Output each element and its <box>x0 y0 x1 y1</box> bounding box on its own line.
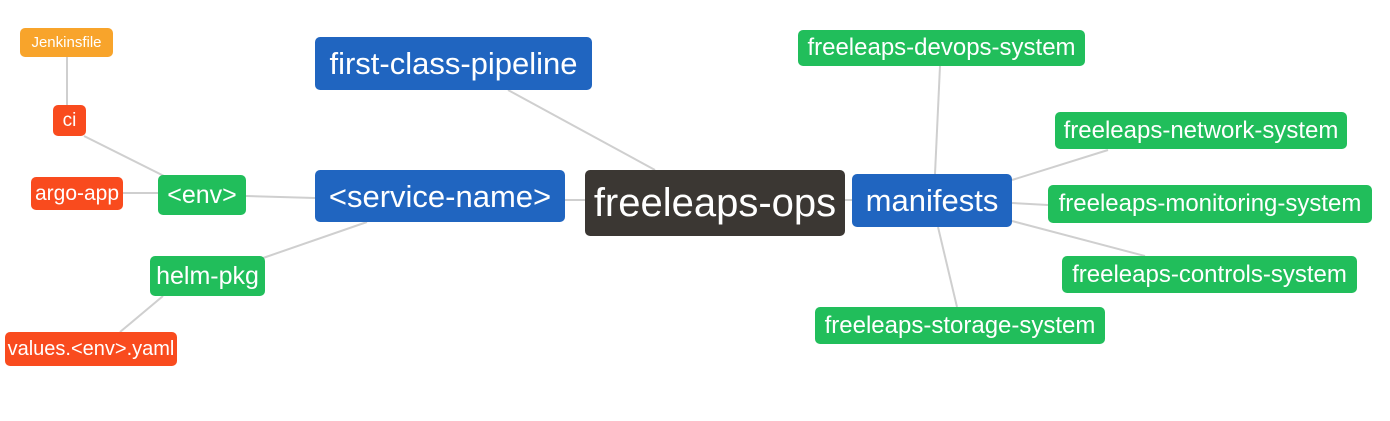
node-argo-app[interactable]: argo-app <box>31 177 123 210</box>
node-freeleaps-storage-system[interactable]: freeleaps-storage-system <box>815 307 1105 344</box>
node-ci[interactable]: ci <box>53 105 86 136</box>
node-jenkinsfile[interactable]: Jenkinsfile <box>20 28 113 57</box>
edge-manifests--freeleaps-storage-system <box>937 226 958 308</box>
edge-manifests--freeleaps-network-system <box>1011 149 1109 181</box>
node-env[interactable]: <env> <box>158 175 246 215</box>
node-helm-pkg[interactable]: helm-pkg <box>150 256 265 296</box>
edge-ci--env <box>83 135 165 177</box>
node-first-class-pipeline[interactable]: first-class-pipeline <box>315 37 592 90</box>
edge-env--service-name <box>245 195 316 199</box>
edge-first-class-pipeline--freeleaps-ops <box>507 89 656 171</box>
node-freeleaps-controls-system[interactable]: freeleaps-controls-system <box>1062 256 1357 293</box>
node-freeleaps-ops[interactable]: freeleaps-ops <box>585 170 845 236</box>
node-freeleaps-monitoring-system[interactable]: freeleaps-monitoring-system <box>1048 185 1372 223</box>
node-values-env-yaml[interactable]: values.<env>.yaml <box>5 332 177 366</box>
edge-manifests--freeleaps-controls-system <box>1011 220 1146 257</box>
edge-manifests--freeleaps-devops-system <box>934 65 941 175</box>
node-freeleaps-devops-system[interactable]: freeleaps-devops-system <box>798 30 1085 66</box>
node-service-name[interactable]: <service-name> <box>315 170 565 222</box>
edge-service-name--helm-pkg <box>262 221 368 259</box>
node-freeleaps-network-system[interactable]: freeleaps-network-system <box>1055 112 1347 149</box>
edge-helm-pkg--values-env-yaml <box>119 295 164 333</box>
edge-manifests--freeleaps-monitoring-system <box>1011 202 1049 206</box>
node-manifests[interactable]: manifests <box>852 174 1012 227</box>
